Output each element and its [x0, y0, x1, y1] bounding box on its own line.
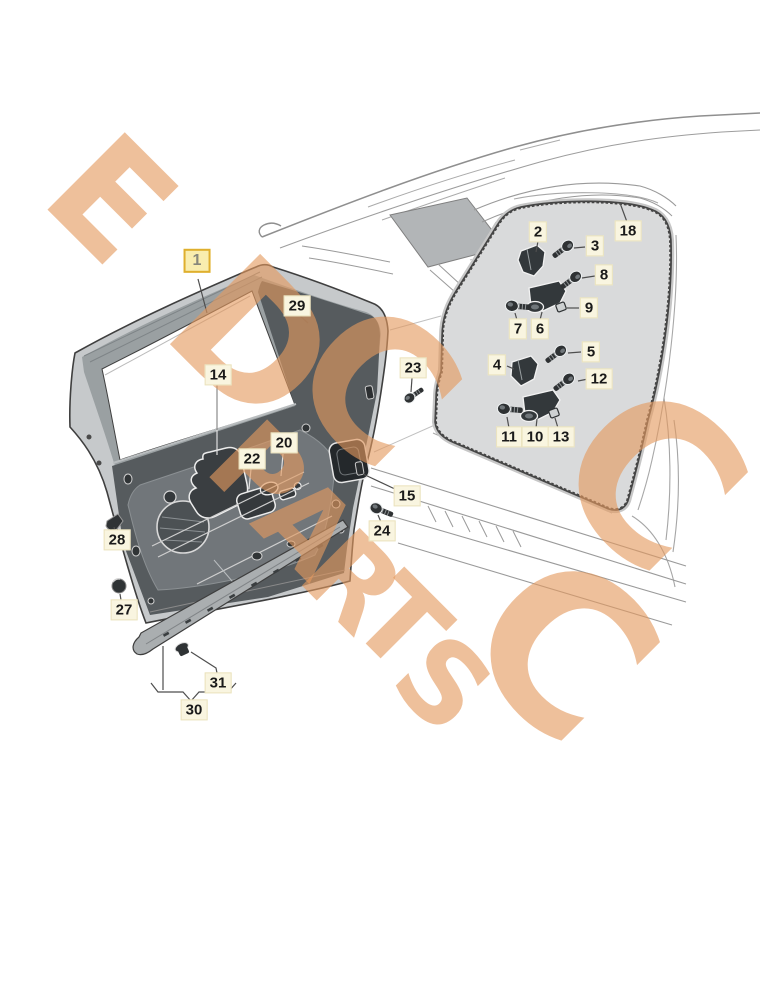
part-label-10: 10 [521, 426, 549, 448]
part-label-27: 27 [110, 599, 138, 621]
part-label-12: 12 [585, 368, 613, 390]
part-label-23: 23 [399, 357, 427, 379]
part-label-18: 18 [614, 220, 642, 242]
part-label-1: 1 [183, 248, 211, 274]
part-label-20: 20 [270, 432, 298, 454]
part-label-7: 7 [508, 318, 528, 340]
part-label-5: 5 [581, 341, 601, 363]
hinge-lower-pillar-half [510, 355, 539, 387]
washer-13 [548, 407, 560, 419]
door-panel [69, 263, 389, 624]
part-label-8: 8 [594, 264, 614, 286]
part-label-3: 3 [585, 235, 605, 257]
grommet-27 [111, 578, 127, 594]
part-label-11: 11 [496, 426, 522, 448]
part-label-2: 2 [528, 221, 548, 243]
speaker-cutout [156, 490, 210, 554]
hinge-upper-pillar-half [517, 244, 546, 277]
part-label-15: 15 [393, 485, 421, 507]
part-label-30: 30 [180, 699, 208, 721]
part-label-14: 14 [204, 364, 232, 386]
part-label-24: 24 [368, 520, 396, 542]
part-label-28: 28 [103, 529, 131, 551]
fasteners [295, 237, 585, 521]
part-label-13: 13 [547, 426, 575, 448]
part-label-22: 22 [238, 448, 266, 470]
part-label-4: 4 [487, 354, 507, 376]
washer-9 [555, 301, 567, 313]
part-label-9: 9 [579, 297, 599, 319]
part-label-29: 29 [283, 295, 311, 317]
clip-31 [174, 642, 189, 656]
trim-strip-30 [132, 519, 349, 656]
part-label-6: 6 [530, 318, 550, 340]
lock-mechanism-cutout [188, 446, 249, 519]
part-label-31: 31 [204, 672, 232, 694]
